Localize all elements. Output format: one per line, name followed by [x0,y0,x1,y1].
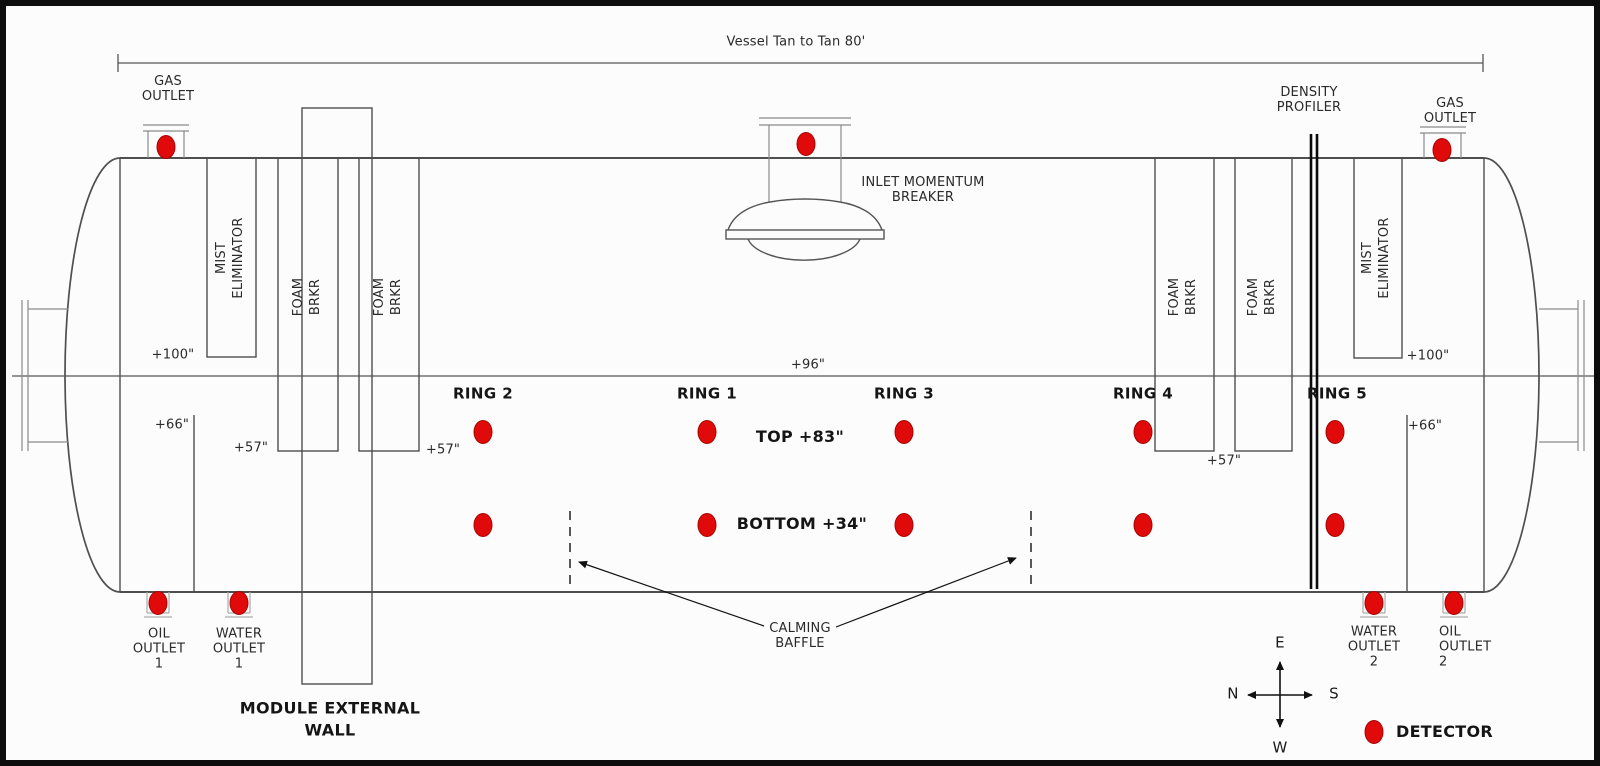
elevation-57-left-1: +57" [233,440,269,456]
detector-ring-1-bottom [697,513,717,537]
compass-east-label: E [1275,633,1285,652]
detector-ring-4-top [1133,420,1153,444]
detector-oil-outlet-2 [1444,591,1464,615]
ring-2-label: RING 2 [452,384,514,403]
vessel-linework [12,54,1594,728]
inlet-nozzle [759,117,851,202]
ring-4-label: RING 4 [1112,384,1174,403]
foam-breaker-1-label: FOAM BRKR [291,277,323,317]
detector-ring-2-top [473,420,493,444]
detector-ring-3-bottom [894,513,914,537]
oil-outlet-2-label: OIL OUTLET 2 [1439,624,1492,670]
elevation-66-right: +66" [1407,418,1443,434]
right-end-flange [1539,300,1585,451]
mist-eliminator-right-label: MIST ELIMINATOR [1360,217,1392,299]
gas-outlet-left-nozzle [143,124,189,158]
foam-breaker-4-label: FOAM BRKR [1246,277,1278,317]
foam-breaker-box-2 [358,157,420,452]
ring-1-label: RING 1 [676,384,738,403]
detector-water-outlet-1 [229,591,249,615]
detector-ring-1-top [697,420,717,444]
ring-5-label: RING 5 [1306,384,1368,403]
detector-inlet [796,132,816,156]
detector-oil-outlet-1 [148,591,168,615]
detector-ring-2-bottom [473,513,493,537]
detector-legend-label: DETECTOR [1396,721,1494,741]
mist-eliminator-left-label: MIST ELIMINATOR [214,217,246,299]
calming-baffle-lines [569,511,1032,585]
elevation-100-left: +100" [151,347,195,363]
bottom-level-label: BOTTOM +34" [736,513,868,533]
detector-gas-outlet-right [1432,138,1452,162]
detector-gas-outlet-left [156,135,176,159]
gas-outlet-right-nozzle [1420,126,1466,158]
compass-south-label: S [1329,684,1339,703]
detector-ring-5-top [1325,420,1345,444]
detector-ring-5-bottom [1325,513,1345,537]
mist-eliminator-left-box [206,157,257,358]
foam-breaker-2-label: FOAM BRKR [372,277,404,317]
compass-west-label: W [1272,738,1288,757]
detector-ring-4-bottom [1133,513,1153,537]
tan-to-tan-dimension-label: Vessel Tan to Tan 80' [726,34,866,50]
foam-breaker-box-3 [1154,157,1215,452]
mist-eliminator-right-box [1353,157,1403,359]
foam-breaker-box-1 [277,157,339,452]
tan-to-tan-dimension-line [117,54,1484,72]
oil-outlet-1-label: OIL OUTLET 1 [132,626,186,672]
left-end-flange [21,300,68,451]
compass-rose [1247,661,1313,728]
water-outlet-2-label: WATER OUTLET 2 [1347,624,1401,670]
inlet-momentum-breaker-label: INLET MOMENTUM BREAKER [861,175,985,205]
module-external-wall-box [301,107,373,685]
gas-outlet-right-label: GAS OUTLET [1423,96,1477,126]
density-profiler-label: DENSITY PROFILER [1276,85,1342,115]
density-profiler-line [1309,134,1319,589]
bottom-outlet-stubs [144,592,1468,618]
inlet-momentum-breaker-shape [725,198,885,261]
elevation-57-right: +57" [1206,453,1242,469]
gas-outlet-left-label: GAS OUTLET [141,74,195,104]
water-outlet-1-label: WATER OUTLET 1 [212,626,266,672]
elevation-96-centerline: +96" [790,357,826,373]
detector-water-outlet-2 [1364,591,1384,615]
internals [193,107,1408,685]
elevation-57-left-2: +57" [425,442,461,458]
foam-breaker-3-label: FOAM BRKR [1167,277,1199,317]
calming-baffle-arrows [578,557,1017,628]
elevation-66-left: +66" [154,417,190,433]
foam-breaker-box-4 [1234,157,1293,452]
elevation-100-right: +100" [1406,348,1450,364]
ring-3-label: RING 3 [873,384,935,403]
detector-legend-dot [1364,720,1384,744]
module-external-wall-label: MODULE EXTERNAL WALL [239,698,421,739]
detector-ring-3-top [894,420,914,444]
top-level-label: TOP +83" [755,426,845,446]
compass-north-label: N [1227,684,1239,703]
calming-baffle-label: CALMING BAFFLE [769,621,831,651]
